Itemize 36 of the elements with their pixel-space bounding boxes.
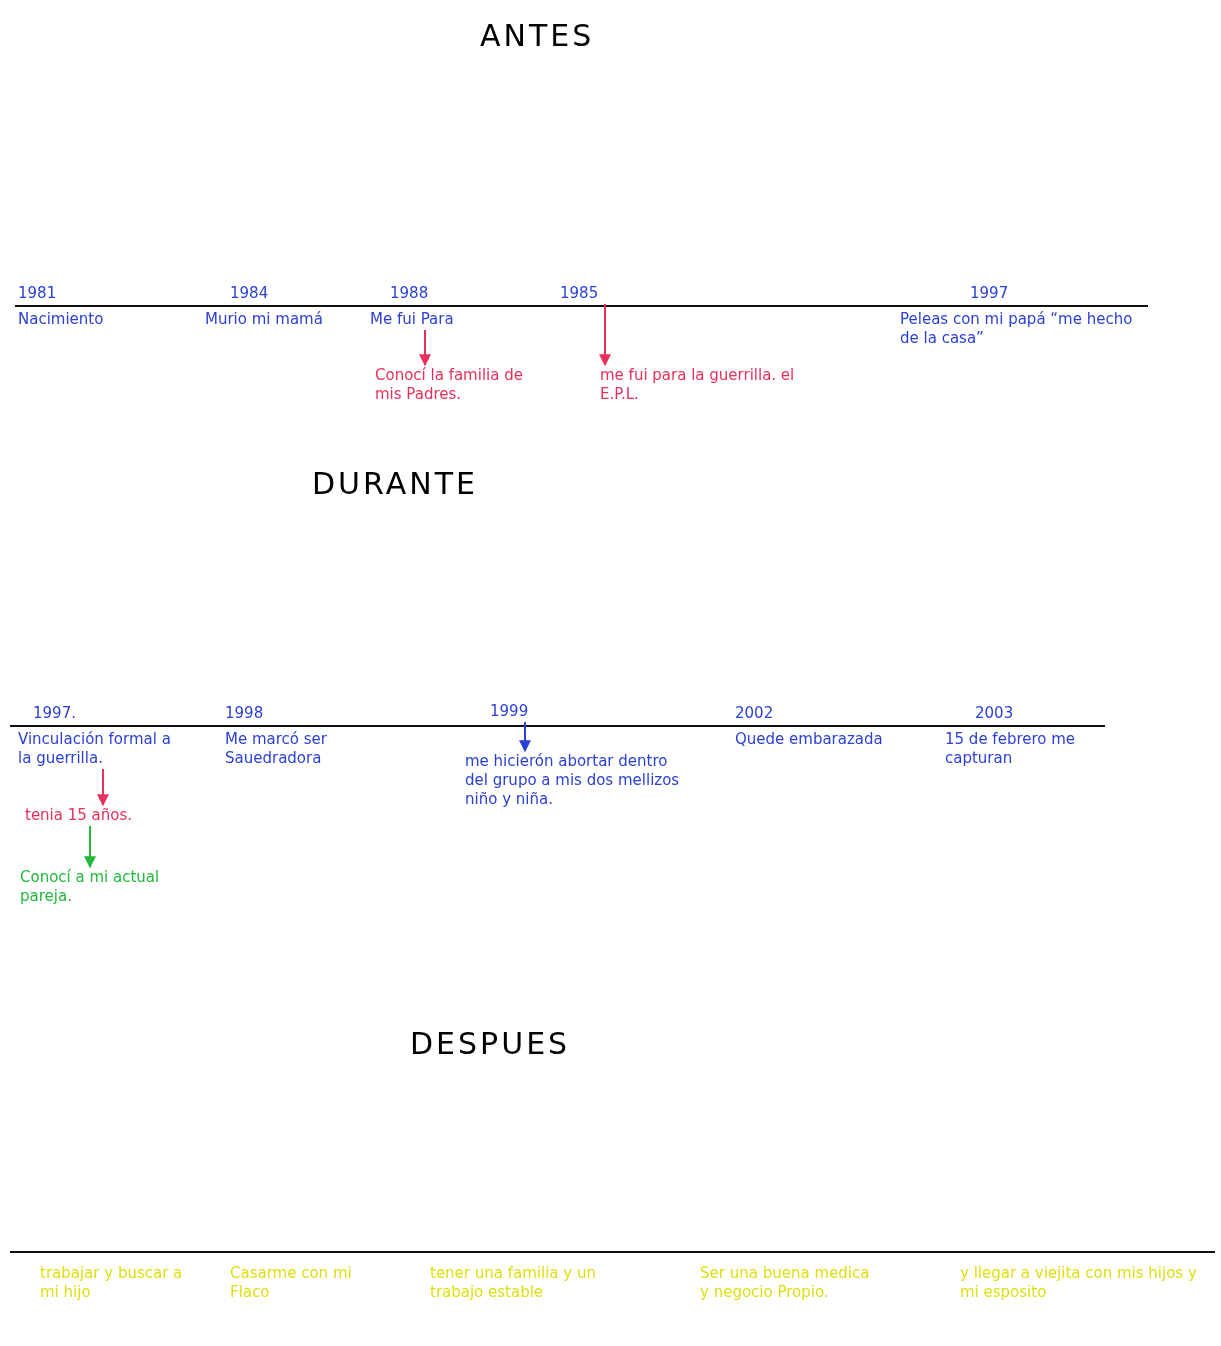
year-label: 1984: [230, 284, 269, 302]
event-text: Murio mi mamá: [205, 310, 324, 329]
timeline-note: Conocí a mi actual pareja.: [20, 868, 161, 906]
year-label: 1981: [18, 284, 57, 302]
arrow: [84, 825, 96, 869]
timeline-note: Ser una buena medica y negocio Propio.: [700, 1264, 870, 1302]
timeline-note: trabajar y buscar a mi hijo: [40, 1264, 184, 1302]
year-label: 1998: [225, 704, 264, 722]
event-text: Peleas con mi papá “me hecho de la casa”: [900, 310, 1134, 348]
event-text: Me marcó ser Sauedradora: [225, 730, 328, 768]
section-heading: DURANTE: [312, 466, 478, 501]
timeline-note: 1985: [560, 284, 600, 303]
year-label: 2003: [975, 704, 1014, 722]
event-text: Vinculación formal a la guerrilla.: [18, 730, 172, 768]
timeline-note: me fui para la guerrilla. el E.P.L.: [600, 366, 796, 404]
timeline-note: Casarme con mi Flaco: [230, 1264, 353, 1302]
arrow: [97, 768, 109, 807]
event-text: Quede embarazada: [735, 730, 884, 749]
section-heading: ANTES: [480, 18, 595, 53]
arrow: [419, 329, 431, 367]
timeline-note: y llegar a viejita con mis hijos y mi esposito: [960, 1264, 1198, 1302]
year-label: 1997.: [33, 704, 76, 722]
timeline-note: tener una familia y un trabajo estable: [430, 1264, 597, 1302]
event-text: 15 de febrero me capturan: [945, 730, 1077, 768]
year-label: 1988: [390, 284, 429, 302]
arrow: [599, 303, 611, 367]
section-heading: DESPUES: [410, 1026, 571, 1061]
arrow: [519, 721, 531, 753]
timeline-note: me hicierón abortar dentro del grupo a mis dos mellizos niño y niña.: [465, 752, 681, 809]
event-text: Nacimiento: [18, 310, 105, 329]
timeline-note: tenia 15 años.: [25, 806, 134, 825]
year-label: 1997: [970, 284, 1009, 302]
timeline-note: 1999: [490, 702, 530, 721]
event-text: Me fui Para: [370, 310, 455, 329]
timeline-note: Conocí la familia de mis Padres.: [375, 366, 524, 404]
year-label: 2002: [735, 704, 774, 722]
